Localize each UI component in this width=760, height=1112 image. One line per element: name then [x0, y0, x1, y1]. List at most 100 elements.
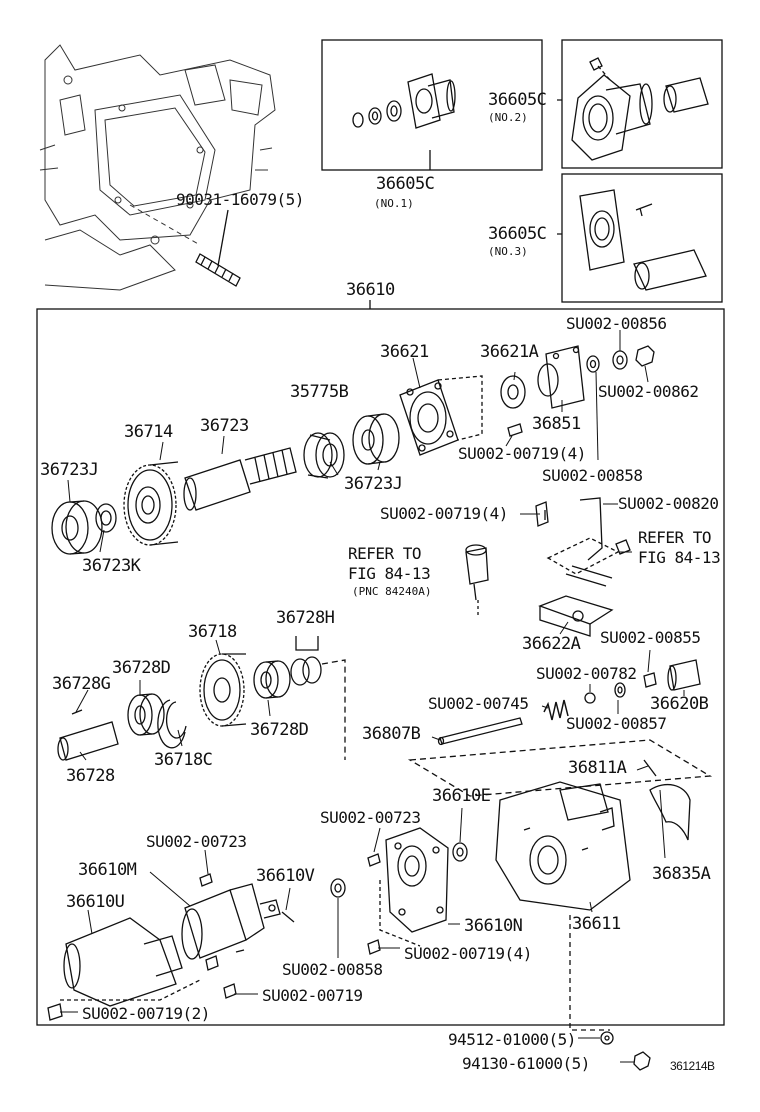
label-35775b: 35775B: [290, 382, 349, 402]
label-36605c-no1: 36605C: [376, 174, 435, 194]
label-36851: 36851: [532, 414, 581, 434]
stud-bolt: [195, 209, 241, 287]
bearing-36723j-left: [51, 500, 103, 555]
label-36728d-right: 36728D: [250, 720, 309, 740]
label-su00855: SU002-00855: [600, 628, 701, 647]
refer-part-left: [465, 544, 489, 616]
box-36610-assembly: [36, 308, 725, 1026]
bearing-36728d-left: [127, 693, 165, 736]
gear-36718: [199, 653, 247, 727]
pin-36610v: [281, 911, 295, 923]
gear-36714: [123, 461, 179, 546]
label-su00862: SU002-00862: [598, 382, 699, 401]
label-90031: 90031-16079(5): [176, 190, 304, 209]
retainer-no3: [579, 189, 707, 291]
label-su00857: SU002-00857: [566, 714, 667, 733]
bolt-00719-bottom: [223, 983, 237, 999]
label-su00719-4b: SU002-00719(4): [380, 504, 508, 523]
bearing-36728d-right: [253, 660, 291, 699]
label-36807b: 36807B: [362, 724, 421, 744]
washer-94512: [600, 1031, 614, 1045]
label-36610n: 36610N: [464, 916, 523, 936]
label-36718: 36718: [188, 622, 237, 642]
label-36621: 36621: [380, 342, 429, 362]
label-su00719-4c: SU002-00719(4): [404, 944, 532, 963]
washer-00857: [614, 682, 626, 698]
label-refer-right-2: FIG 84-13: [638, 548, 721, 567]
box-36605c-no2: [561, 39, 723, 169]
shaft-36728: [57, 709, 119, 761]
rod-36807b: [437, 717, 523, 746]
plug-00855: [643, 672, 657, 688]
label-36605c-no3: 36605C: [488, 224, 547, 244]
case-36611: [495, 781, 631, 1031]
label-su00723b: SU002-00723: [146, 832, 247, 851]
washers-36728h: [290, 636, 322, 686]
label-su00723a: SU002-00723: [320, 808, 421, 827]
nut-94130: [633, 1051, 651, 1071]
label-36620b: 36620B: [650, 694, 709, 714]
box-36605c-no3: [561, 173, 723, 303]
label-refer-left-3: (PNC 84240A): [352, 585, 432, 598]
plate-36610n: [379, 827, 449, 947]
label-36610v: 36610V: [256, 866, 315, 886]
label-36728g: 36728G: [52, 674, 111, 694]
label-su00745: SU002-00745: [428, 694, 529, 713]
small-washer-00858: [586, 355, 600, 373]
sleeve-36620b: [667, 659, 701, 691]
bolt-00719-upper: [507, 423, 523, 437]
figure-number: 361214B: [670, 1059, 715, 1073]
label-no2: (NO.2): [488, 111, 528, 124]
screws-00719: [205, 949, 245, 971]
leader-lines: [60, 330, 685, 1063]
label-refer-left-2: FIG 84-13: [348, 564, 431, 583]
label-su00782: SU002-00782: [536, 664, 637, 683]
label-36610m: 36610M: [78, 860, 137, 880]
label-36610u: 36610U: [66, 892, 125, 912]
bolt-00719-mid: [535, 501, 549, 527]
washer-00856: [612, 350, 628, 370]
label-36728: 36728: [66, 766, 115, 786]
spring-00745: [543, 699, 569, 721]
label-36811a: 36811A: [568, 758, 627, 778]
retainer-no1: [352, 73, 456, 170]
washer-36621a: [500, 375, 526, 409]
label-su00820: SU002-00820: [618, 494, 719, 513]
label-36723k: 36723K: [82, 556, 141, 576]
label-36728h: 36728H: [276, 608, 335, 628]
label-no3: (NO.3): [488, 245, 528, 258]
washer-00858-lower: [330, 878, 346, 898]
label-36723: 36723: [200, 416, 249, 436]
dashed-guide: [407, 739, 713, 797]
label-36605c-no2: 36605C: [488, 90, 547, 110]
cover-36610u: [60, 917, 201, 1007]
transmission-housing-sketch: [39, 44, 276, 291]
label-su00719-4a: SU002-00719(4): [458, 444, 586, 463]
bolt-00723-left: [199, 873, 213, 887]
motor-36610m: [181, 883, 281, 960]
nut-00862: [635, 345, 655, 367]
label-36622a: 36622A: [522, 634, 581, 654]
label-su00719: SU002-00719: [262, 986, 363, 1005]
label-36621a: 36621A: [480, 342, 539, 362]
label-36610e: 36610E: [432, 786, 491, 806]
label-36718c: 36718C: [154, 750, 213, 770]
shaft-36723: [183, 447, 297, 511]
retainer-36621: [399, 375, 483, 456]
label-36610: 36610: [346, 280, 395, 300]
label-refer-left-1: REFER TO: [348, 544, 422, 563]
roller-bearing-35775b: [303, 432, 345, 479]
shift-housing-36622a: [538, 497, 620, 637]
retainer-no2: [571, 57, 709, 161]
label-36723j-right: 36723J: [344, 474, 403, 494]
label-su00856: SU002-00856: [566, 314, 667, 333]
label-su00858b: SU002-00858: [282, 960, 383, 979]
refer-part-right: [615, 539, 631, 555]
fork-36835a: [649, 783, 691, 841]
label-su00719-2: SU002-00719(2): [82, 1004, 210, 1023]
bearing-36723j-right: [352, 413, 400, 465]
label-94512: 94512-01000(5): [448, 1030, 576, 1049]
ball-00782: [584, 692, 596, 704]
